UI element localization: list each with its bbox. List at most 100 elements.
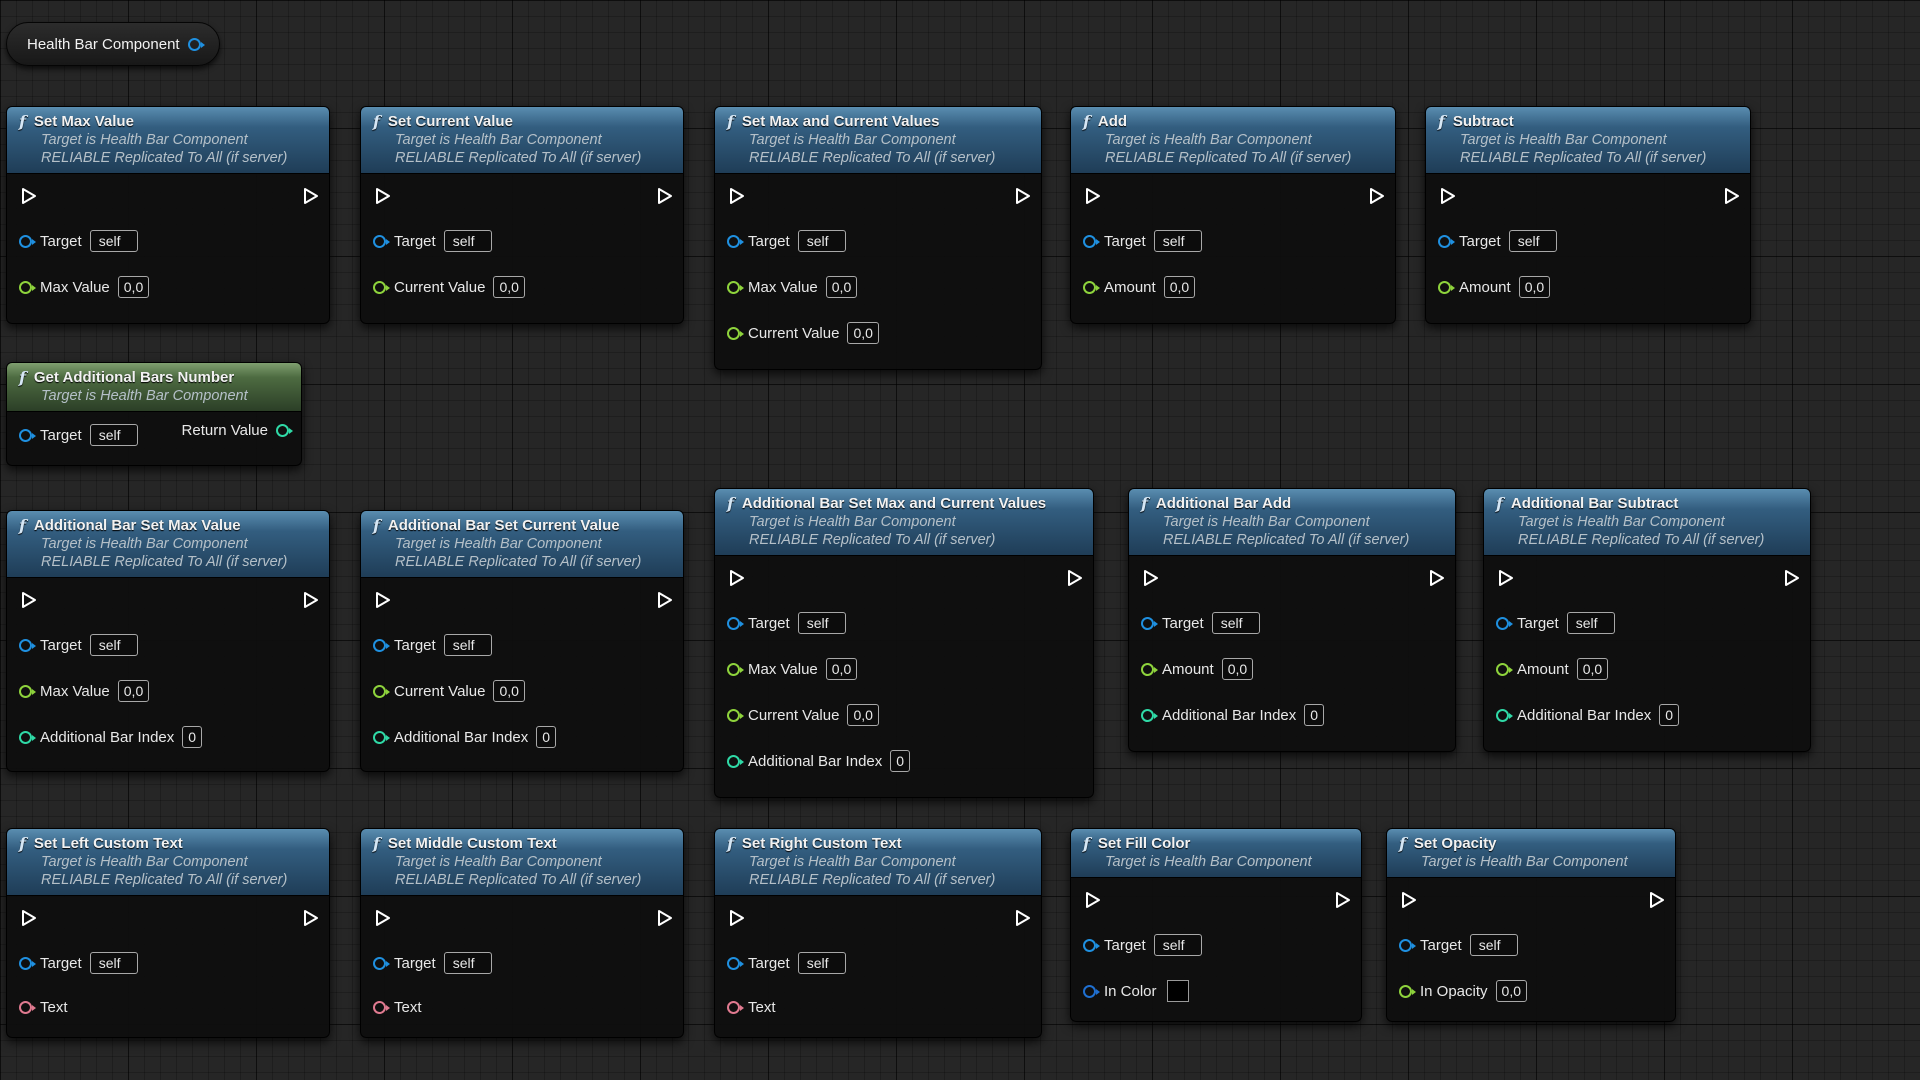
in-opacity-pin-icon[interactable] (1399, 984, 1416, 998)
in-opacity-field[interactable]: 0,0 (1495, 980, 1527, 1002)
target-pin-icon[interactable] (727, 616, 744, 630)
target-pin-icon[interactable] (1438, 234, 1455, 248)
in-color-pin-icon[interactable] (1083, 984, 1100, 998)
max-value-field[interactable]: 0,0 (825, 276, 858, 298)
target-value-field[interactable]: self (443, 230, 492, 252)
target-pin-icon[interactable] (19, 956, 36, 970)
bar-index-field[interactable]: 0 (1304, 704, 1325, 726)
target-pin-icon[interactable] (1141, 616, 1158, 630)
current-value-pin-icon[interactable] (727, 708, 744, 722)
bar-index-pin-icon[interactable] (19, 730, 36, 744)
exec-output-pin-icon[interactable] (303, 187, 319, 205)
bar-index-pin-icon[interactable] (373, 730, 390, 744)
health-bar-component-variable-node[interactable]: Health Bar Component (6, 22, 220, 66)
bar-index-field[interactable]: 0 (536, 726, 557, 748)
target-pin-icon[interactable] (727, 956, 744, 970)
current-value-field[interactable]: 0,0 (493, 276, 525, 298)
exec-output-pin-icon[interactable] (303, 591, 319, 609)
exec-output-pin-icon[interactable] (1067, 569, 1083, 587)
exec-input-pin-icon[interactable] (1498, 569, 1514, 587)
in-color-swatch[interactable] (1166, 980, 1189, 1002)
exec-output-pin-icon[interactable] (657, 909, 673, 927)
exec-output-pin-icon[interactable] (657, 591, 673, 609)
target-value-field[interactable]: self (89, 424, 138, 446)
max-value-field[interactable]: 0,0 (117, 276, 150, 298)
target-value-field[interactable]: self (89, 952, 138, 974)
amount-pin-icon[interactable] (1496, 662, 1513, 676)
exec-input-pin-icon[interactable] (375, 187, 391, 205)
exec-input-pin-icon[interactable] (1085, 891, 1101, 909)
exec-output-pin-icon[interactable] (1784, 569, 1800, 587)
current-value-pin-icon[interactable] (727, 326, 744, 340)
max-value-pin-icon[interactable] (19, 684, 36, 698)
bar-index-field[interactable]: 0 (890, 750, 911, 772)
text-pin-icon[interactable] (373, 1000, 390, 1014)
bar-index-field[interactable]: 0 (182, 726, 203, 748)
exec-output-pin-icon[interactable] (1429, 569, 1445, 587)
exec-output-pin-icon[interactable] (1369, 187, 1385, 205)
current-value-field[interactable]: 0,0 (847, 704, 879, 726)
exec-input-pin-icon[interactable] (21, 187, 37, 205)
exec-input-pin-icon[interactable] (729, 187, 745, 205)
target-pin-icon[interactable] (373, 638, 390, 652)
return-value-pin-icon[interactable] (276, 424, 293, 437)
max-value-pin-icon[interactable] (727, 662, 744, 676)
amount-pin-icon[interactable] (1438, 280, 1455, 294)
target-value-field[interactable]: self (1566, 612, 1615, 634)
exec-output-pin-icon[interactable] (1015, 187, 1031, 205)
amount-field[interactable]: 0,0 (1221, 658, 1254, 680)
target-value-field[interactable]: self (89, 634, 138, 656)
target-value-field[interactable]: self (443, 952, 492, 974)
max-value-field[interactable]: 0,0 (117, 680, 150, 702)
text-pin-icon[interactable] (727, 1000, 744, 1014)
amount-field[interactable]: 0,0 (1163, 276, 1196, 298)
exec-output-pin-icon[interactable] (657, 187, 673, 205)
exec-output-pin-icon[interactable] (1015, 909, 1031, 927)
current-value-pin-icon[interactable] (373, 280, 390, 294)
amount-pin-icon[interactable] (1141, 662, 1158, 676)
exec-output-pin-icon[interactable] (1724, 187, 1740, 205)
target-pin-icon[interactable] (19, 428, 36, 442)
target-value-field[interactable]: self (1508, 230, 1557, 252)
current-value-field[interactable]: 0,0 (847, 322, 879, 344)
exec-input-pin-icon[interactable] (729, 909, 745, 927)
target-pin-icon[interactable] (19, 234, 36, 248)
target-pin-icon[interactable] (727, 234, 744, 248)
target-pin-icon[interactable] (19, 638, 36, 652)
exec-input-pin-icon[interactable] (1143, 569, 1159, 587)
bar-index-pin-icon[interactable] (1141, 708, 1158, 722)
target-value-field[interactable]: self (797, 230, 846, 252)
exec-input-pin-icon[interactable] (21, 909, 37, 927)
current-value-pin-icon[interactable] (373, 684, 390, 698)
target-pin-icon[interactable] (1083, 938, 1100, 952)
max-value-pin-icon[interactable] (19, 280, 36, 294)
target-value-field[interactable]: self (1211, 612, 1260, 634)
bar-index-pin-icon[interactable] (1496, 708, 1513, 722)
target-value-field[interactable]: self (443, 634, 492, 656)
variable-output-pin-icon[interactable] (187, 37, 205, 51)
target-pin-icon[interactable] (1496, 616, 1513, 630)
text-pin-icon[interactable] (19, 1000, 36, 1014)
amount-pin-icon[interactable] (1083, 280, 1100, 294)
exec-input-pin-icon[interactable] (1440, 187, 1456, 205)
bar-index-pin-icon[interactable] (727, 754, 744, 768)
bar-index-field[interactable]: 0 (1659, 704, 1680, 726)
max-value-pin-icon[interactable] (727, 280, 744, 294)
amount-field[interactable]: 0,0 (1576, 658, 1609, 680)
target-value-field[interactable]: self (1469, 934, 1518, 956)
exec-input-pin-icon[interactable] (375, 909, 391, 927)
